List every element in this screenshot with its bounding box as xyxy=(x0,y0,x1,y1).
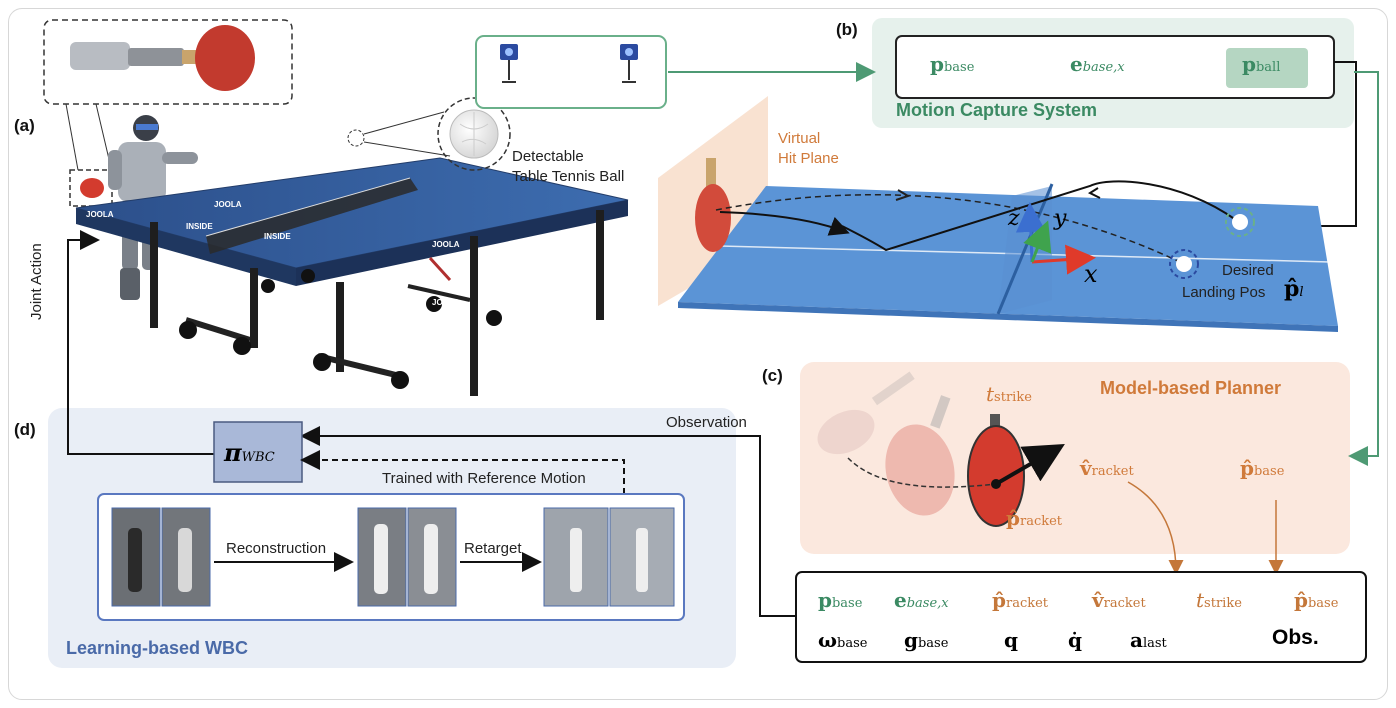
y-axis-arrow xyxy=(1023,220,1052,263)
robot-hand-illustration xyxy=(70,25,255,91)
table-brand-4: JOOLA xyxy=(432,298,460,307)
p-base-label: p̂base xyxy=(1240,456,1285,480)
table-inside-2: INSIDE xyxy=(264,232,291,241)
landing-symbol: p̂l xyxy=(1284,276,1304,302)
table-inside-3: INSIDE xyxy=(360,294,387,303)
pball-highlight xyxy=(1226,48,1308,88)
camera-icon xyxy=(500,44,518,83)
retarget-label: Retarget xyxy=(464,540,522,557)
policy-label: πWBC xyxy=(224,438,275,467)
obs-alast: alast xyxy=(1130,628,1167,652)
camera-icon xyxy=(620,44,638,83)
table-brand-1: JOOLA xyxy=(214,200,242,209)
ball-caption-line1: Detectable xyxy=(512,148,584,165)
planner-title: Model-based Planner xyxy=(1100,378,1282,398)
racket-b xyxy=(695,158,731,252)
policy-box xyxy=(213,421,303,483)
axis-z-label: z xyxy=(1008,206,1020,231)
obs-g: gbase xyxy=(904,628,949,652)
panel-b-label: (b) xyxy=(836,20,858,39)
obs-omega: ωbase xyxy=(818,628,868,652)
obs-ebase: ebase,x xyxy=(894,588,949,612)
camera-box xyxy=(475,35,667,109)
obs-qdot: q̇ xyxy=(1068,628,1082,652)
obs-pbase-hat: p̂base xyxy=(1294,588,1339,612)
table-illustration xyxy=(75,157,629,396)
t-strike-label: tstrike xyxy=(986,382,1032,406)
table-inside-1: INSIDE xyxy=(186,222,213,231)
joint-action-arrow xyxy=(67,230,224,455)
p-racket-label: p̂racket xyxy=(1006,506,1063,530)
desired-line1: Desired xyxy=(1222,262,1274,279)
mocap-to-planner-arrow xyxy=(1348,71,1379,466)
z-axis-arrow xyxy=(1015,202,1046,263)
obs-q: q xyxy=(1004,628,1018,652)
wbc-title: Learning-based WBC xyxy=(66,638,249,658)
hand-zoom-inset xyxy=(43,19,293,105)
desired-line2: Landing Pos xyxy=(1182,284,1266,301)
mocap-var-pbase: pbase xyxy=(930,52,975,76)
x-axis-arrow xyxy=(1031,244,1096,275)
video-frames-retarget xyxy=(543,507,675,607)
reconstruction-label: Reconstruction xyxy=(226,540,327,557)
axis-y-label: y xyxy=(1054,206,1067,231)
table-brand-5: JOOLA xyxy=(86,210,114,219)
panel-d-label: (d) xyxy=(14,420,36,439)
joint-action-label: Joint Action xyxy=(28,243,45,320)
table-brand-2: JOOLA xyxy=(432,240,460,249)
trained-label: Trained with Reference Motion xyxy=(382,470,586,487)
observation-label: Observation xyxy=(666,414,747,431)
obs-vracket: v̂racket xyxy=(1092,588,1146,612)
mocap-vars-box xyxy=(895,35,1335,99)
video-frames-reconstruction xyxy=(357,507,457,607)
panel-c-label: (c) xyxy=(762,366,783,385)
table-brand-3: JOOLA xyxy=(508,258,536,267)
ball-caption-line2: Table Tennis Ball xyxy=(512,168,625,185)
virtual-plane-line1: Virtual xyxy=(778,130,821,147)
racket-motion-illustration xyxy=(817,371,1065,527)
mocap-var-pball: pball xyxy=(1242,52,1281,76)
mocap-title: Motion Capture System xyxy=(896,100,1098,120)
observation-arrow xyxy=(300,426,796,617)
obs-label: Obs. xyxy=(1272,626,1319,649)
obs-tstrike: tstrike xyxy=(1196,588,1242,612)
trained-arrow xyxy=(300,450,625,494)
obs-pbase: pbase xyxy=(818,588,863,612)
v-racket-label: v̂racket xyxy=(1080,456,1134,480)
video-frames-human xyxy=(111,507,211,607)
mocap-var-ebase: ebase,x xyxy=(1070,52,1125,76)
axis-x-label: x xyxy=(1084,260,1098,288)
virtual-plane-line2: Hit Plane xyxy=(778,150,839,167)
panel-a-label: (a) xyxy=(14,116,35,135)
obs-pracket: p̂racket xyxy=(992,588,1049,612)
